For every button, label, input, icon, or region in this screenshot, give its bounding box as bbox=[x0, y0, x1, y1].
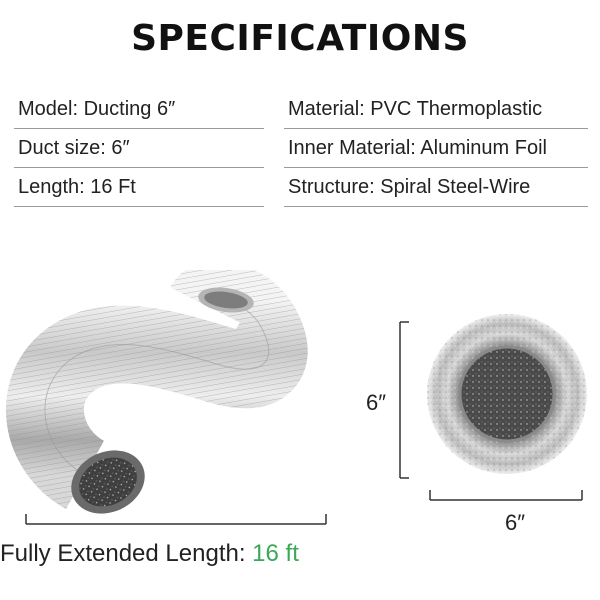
width-label: 6″ bbox=[505, 510, 525, 535]
spec-list-right: Material: PVC Thermoplastic Inner Materi… bbox=[284, 90, 588, 207]
height-bracket bbox=[399, 321, 409, 479]
duct-hose-icon bbox=[6, 270, 308, 514]
duct-cross-section-icon bbox=[427, 314, 587, 474]
spec-length: Length: 16 Ft bbox=[14, 168, 264, 207]
extended-length-value: 16 ft bbox=[252, 540, 299, 567]
product-illustration: 6″ 6″ bbox=[6, 270, 587, 535]
spec-model: Model: Ducting 6″ bbox=[14, 90, 264, 129]
page-title: SPECIFICATIONS bbox=[131, 18, 469, 59]
spec-structure: Structure: Spiral Steel-Wire bbox=[284, 168, 588, 207]
extended-length-prefix: Fully Extended Length: bbox=[0, 540, 246, 567]
spec-inner-material: Inner Material: Aluminum Foil bbox=[284, 129, 588, 168]
spec-material: Material: PVC Thermoplastic bbox=[284, 90, 588, 129]
spec-list-left: Model: Ducting 6″ Duct size: 6″ Length: … bbox=[14, 90, 264, 207]
width-bracket bbox=[429, 490, 583, 501]
length-bracket bbox=[25, 514, 327, 525]
spec-duct-size: Duct size: 6″ bbox=[14, 129, 264, 168]
extended-length-label: Fully Extended Length: 16 ft bbox=[0, 540, 299, 568]
height-label: 6″ bbox=[366, 390, 386, 415]
